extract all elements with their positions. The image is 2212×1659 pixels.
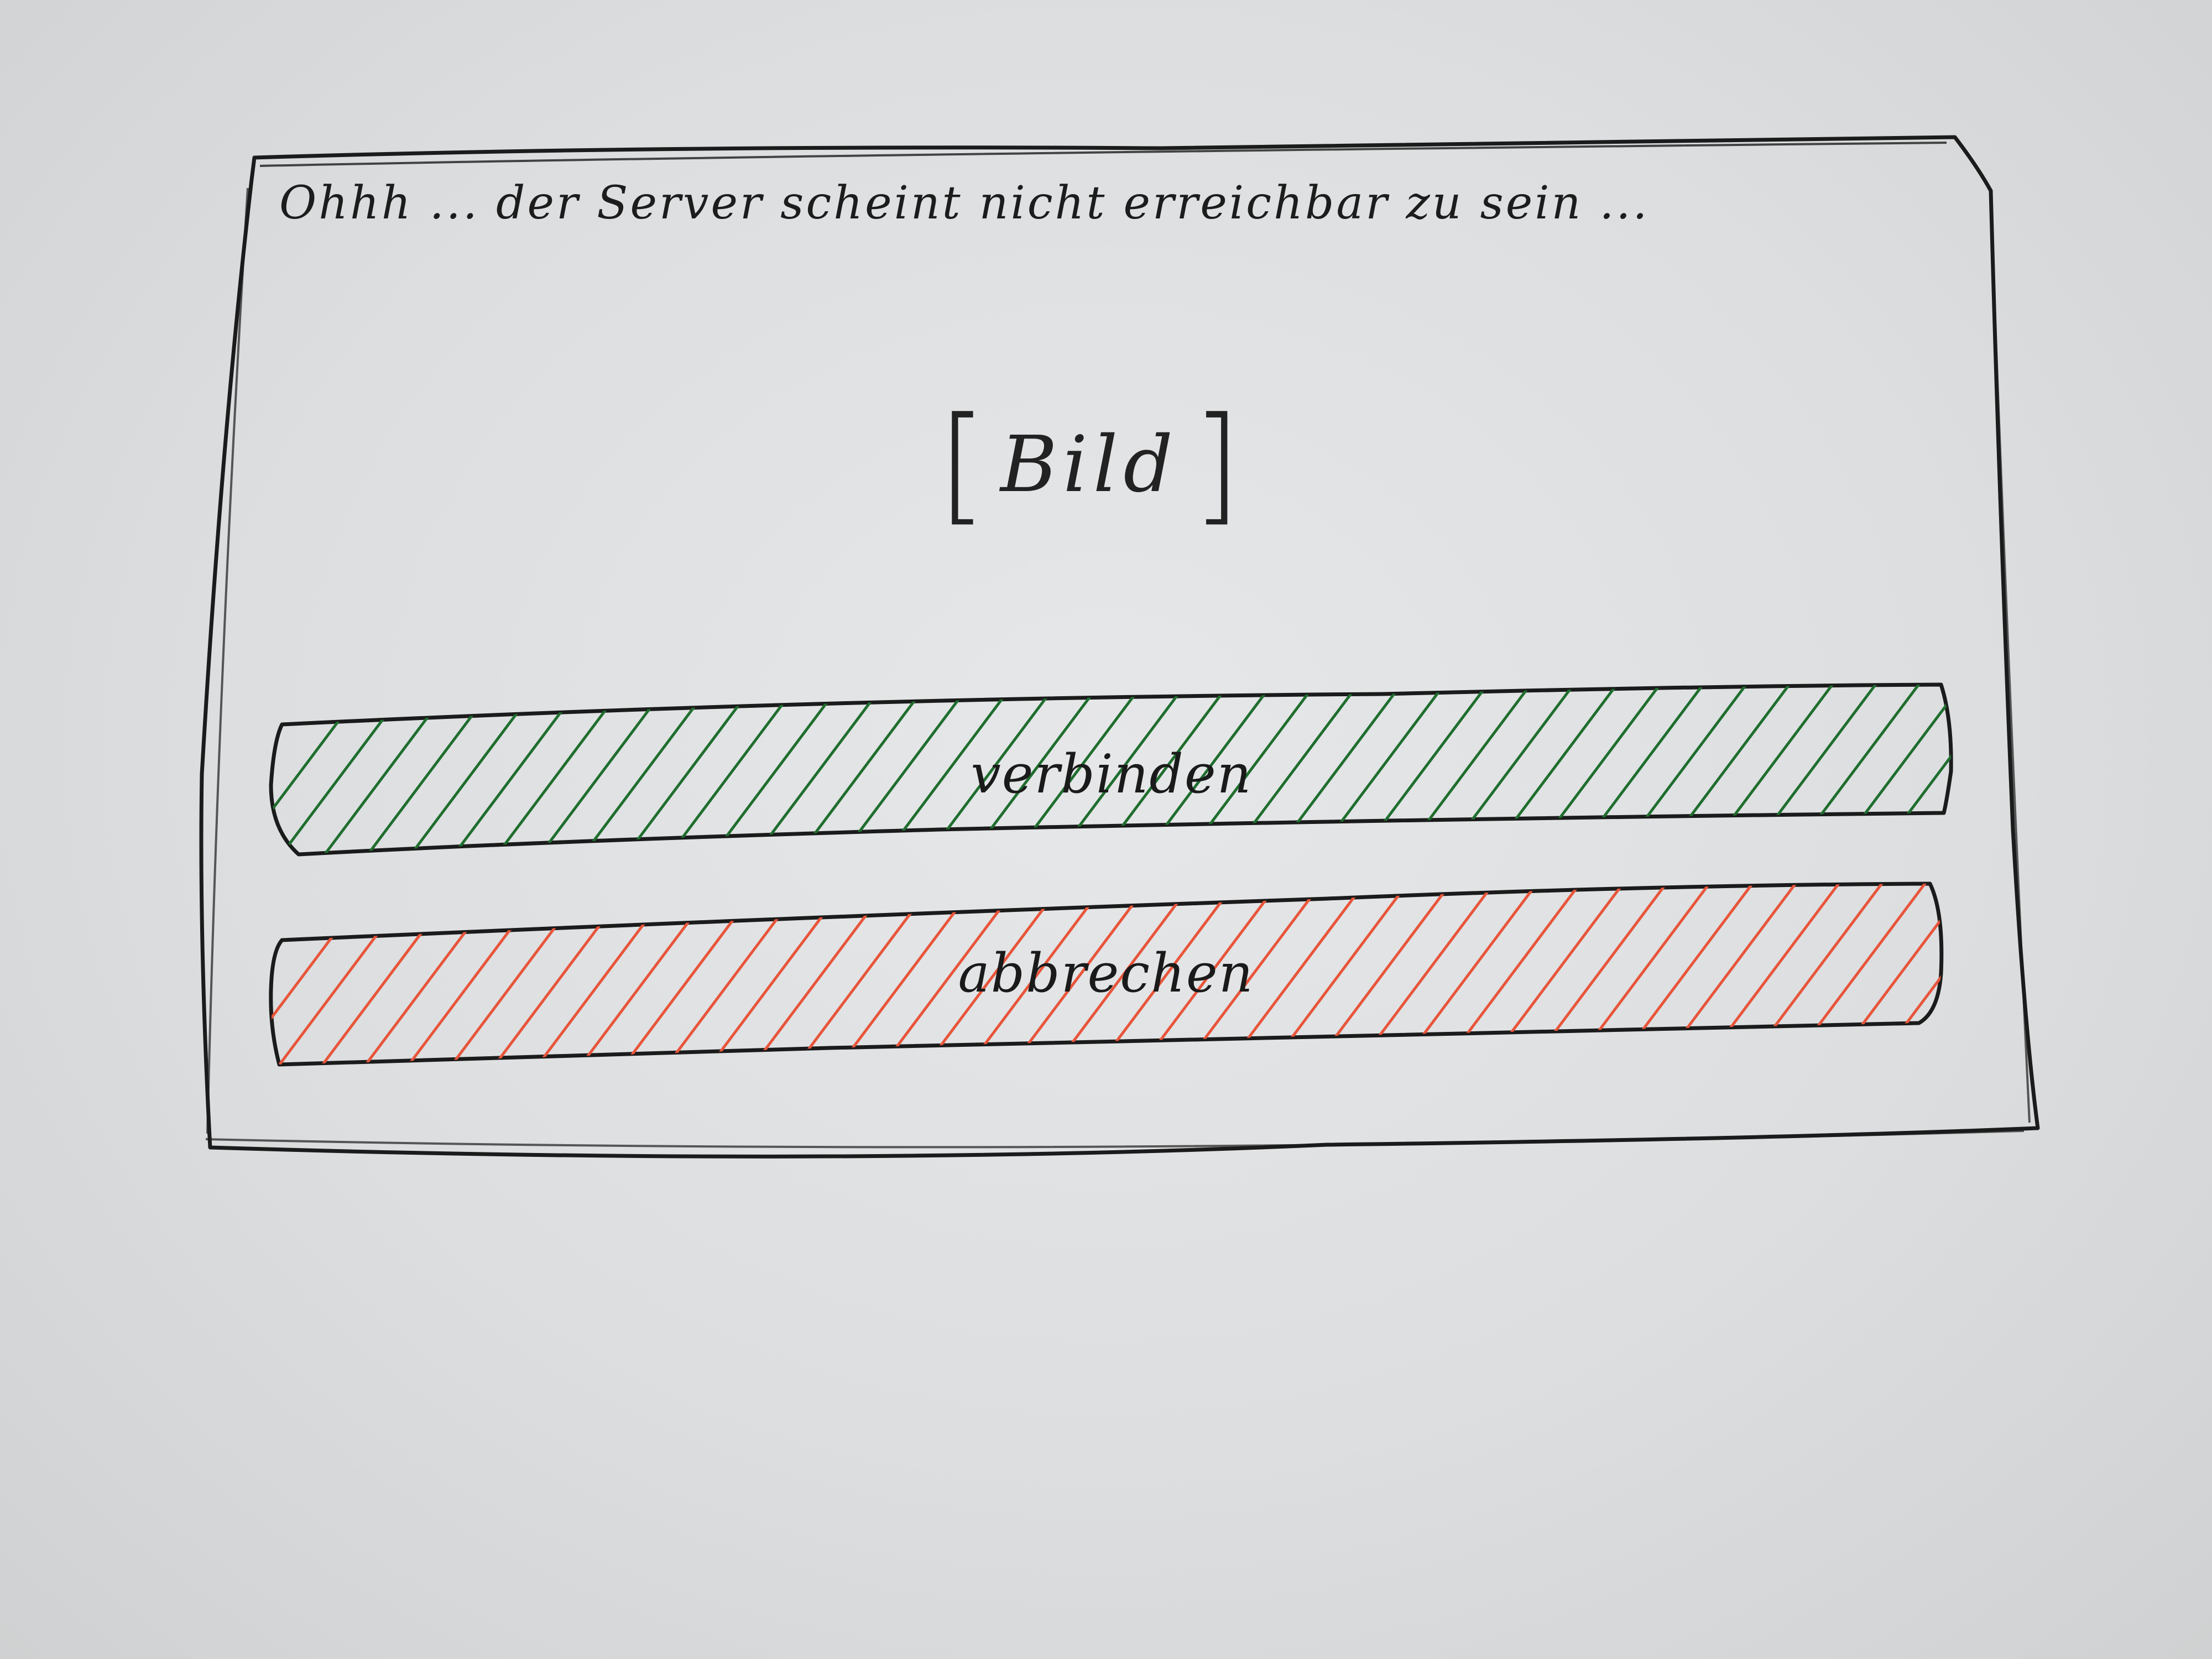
hatch-stroke: [619, 685, 759, 854]
hatch-stroke: [662, 685, 802, 854]
connect-button-label: verbinden: [971, 743, 1253, 805]
left-bracket-icon: [: [937, 390, 987, 538]
image-placeholder: [ Bild ]: [937, 387, 1241, 542]
hatch-stroke: [1958, 680, 2095, 863]
cancel-button-outline: [269, 881, 1944, 1067]
hatch-stroke: [921, 884, 1067, 1065]
hatch-stroke: [2130, 879, 2212, 1070]
hatch-stroke: [791, 685, 931, 854]
image-placeholder-label: Bild: [1000, 419, 1179, 510]
hatch-stroke: [1136, 884, 1283, 1065]
hatch-stroke: [964, 884, 1110, 1065]
connect-button[interactable]: verbinden: [271, 691, 1952, 857]
hatch-stroke: [705, 685, 845, 854]
hatch-stroke: [2130, 680, 2212, 863]
cancel-button[interactable]: abbrechen: [271, 890, 1941, 1056]
cancel-button-label: abbrechen: [958, 942, 1254, 1004]
hatch-stroke: [748, 685, 888, 854]
hatch-stroke: [2001, 680, 2138, 863]
hatch-stroke: [878, 884, 1024, 1065]
right-bracket-icon: ]: [1192, 390, 1241, 538]
dialog-title: Ohhh ... der Server scheint nicht erreic…: [279, 177, 1650, 229]
hatch-stroke: [1007, 884, 1154, 1065]
hatch-stroke: [2044, 879, 2187, 1070]
hatch-stroke: [2087, 879, 2212, 1070]
hatch-stroke: [2044, 680, 2181, 863]
hatch-stroke: [533, 685, 672, 854]
dialog-frame: [199, 135, 2040, 1159]
connect-button-outline: [269, 682, 1953, 857]
hatch-stroke: [576, 685, 716, 854]
hatch-stroke: [1050, 884, 1197, 1065]
hatch-stroke: [1093, 884, 1240, 1065]
hatch-stroke: [1180, 884, 1326, 1065]
hatch-stroke: [2087, 680, 2212, 863]
